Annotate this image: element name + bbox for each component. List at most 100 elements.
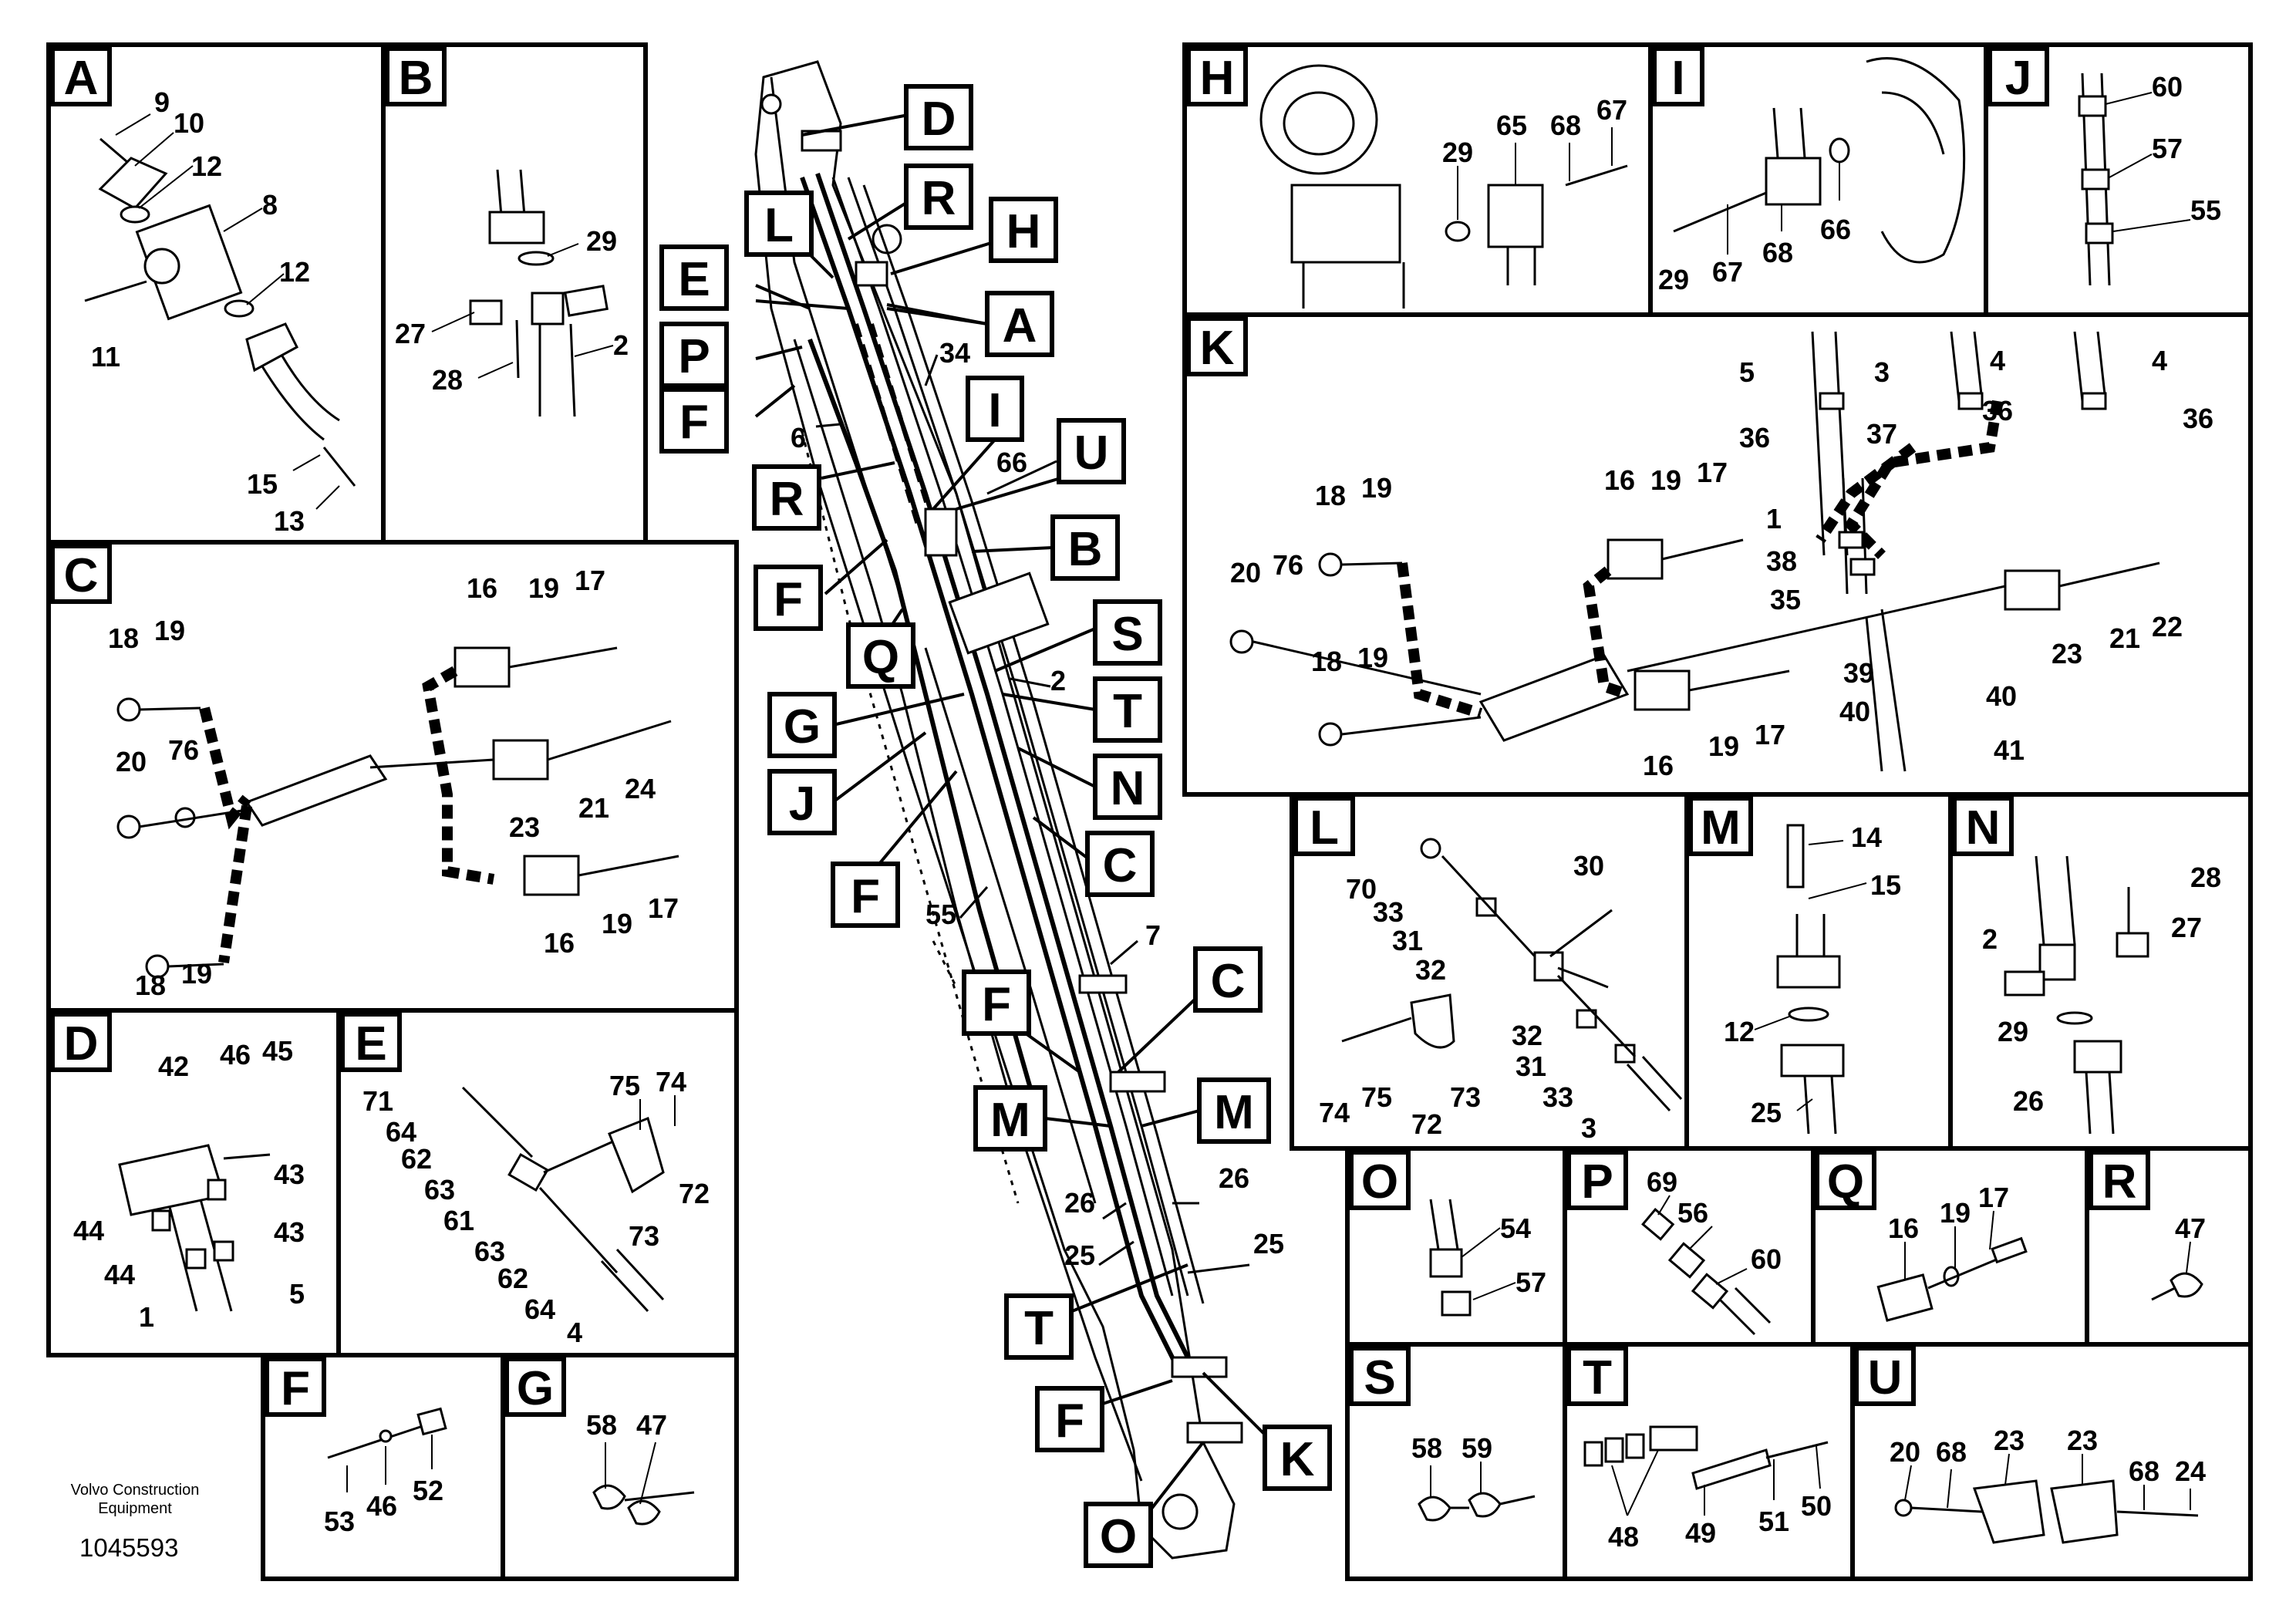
panel-d-label-8: 1 bbox=[139, 1301, 154, 1333]
svg-text:I: I bbox=[1671, 52, 1684, 105]
panel-c-label-15: 19 bbox=[181, 958, 212, 990]
panel-k-label-25: 40 bbox=[1839, 696, 1870, 727]
panel-k-label-24: 39 bbox=[1843, 657, 1874, 689]
svg-text:J: J bbox=[789, 777, 815, 831]
main-number-5: 55 bbox=[925, 899, 956, 930]
svg-text:L: L bbox=[764, 199, 794, 252]
panel-title-h: H bbox=[1186, 46, 1248, 106]
panel-b-drawing: 29 27 2 28 bbox=[395, 169, 629, 417]
panel-d-label-5: 44 bbox=[73, 1215, 104, 1246]
panel-u-label-2: 68 bbox=[1936, 1436, 1967, 1468]
panel-k-label-12: 19 bbox=[1650, 464, 1681, 496]
panel-l-label-9: 74 bbox=[1319, 1097, 1350, 1128]
panel-i-label-3: 68 bbox=[1762, 237, 1793, 268]
svg-text:H: H bbox=[1200, 52, 1235, 105]
panel-title-p: P bbox=[1566, 1150, 1628, 1210]
panel-c-label-1: 16 bbox=[467, 572, 497, 604]
panel-r-drawing: 47 bbox=[2151, 1212, 2206, 1301]
svg-text:B: B bbox=[1068, 523, 1103, 576]
panel-d-label-1: 42 bbox=[158, 1050, 189, 1082]
callout-p: P bbox=[659, 322, 729, 388]
main-number-10: 25 bbox=[1253, 1228, 1284, 1259]
callout-d-1: D bbox=[904, 84, 973, 150]
panel-k-label-29: 17 bbox=[1755, 719, 1785, 750]
panel-k-label-21: 22 bbox=[2152, 611, 2183, 642]
panel-title-t: T bbox=[1566, 1346, 1628, 1406]
panel-t-label-4: 50 bbox=[1801, 1490, 1832, 1522]
callout-h: H bbox=[989, 197, 1058, 263]
svg-text:F: F bbox=[679, 396, 709, 449]
panel-title-k: K bbox=[1186, 316, 1248, 376]
panel-e-label-10: 63 bbox=[474, 1236, 505, 1267]
panel-e-label-13: 4 bbox=[567, 1317, 582, 1348]
svg-text:U: U bbox=[1074, 427, 1109, 480]
svg-text:O: O bbox=[1361, 1155, 1398, 1209]
panel-h-label-2: 68 bbox=[1550, 110, 1581, 141]
panel-s-drawing: 58 59 bbox=[1411, 1432, 1536, 1522]
panel-d-label-2: 46 bbox=[220, 1039, 251, 1071]
panel-c-label-8: 23 bbox=[509, 811, 540, 843]
panel-title-l: L bbox=[1293, 796, 1355, 856]
panel-title-e: E bbox=[340, 1012, 402, 1072]
panel-title-q: Q bbox=[1815, 1150, 1876, 1210]
callout-k: K bbox=[1263, 1425, 1332, 1491]
callout-f-4: F bbox=[962, 969, 1031, 1036]
panel-i-label-4: 66 bbox=[1820, 214, 1851, 245]
panel-n-label-5: 26 bbox=[2013, 1085, 2044, 1117]
panel-o-label-2: 57 bbox=[1515, 1266, 1546, 1298]
panel-g-drawing: 58 47 bbox=[586, 1409, 695, 1526]
panel-k-label-30: 41 bbox=[1994, 734, 2025, 766]
panel-f-label-1: 53 bbox=[324, 1506, 355, 1537]
panel-l-label-5: 32 bbox=[1415, 954, 1446, 986]
panel-u-label-3: 23 bbox=[1994, 1425, 2025, 1456]
panel-m-label-2: 15 bbox=[1870, 869, 1901, 901]
panel-k-drawing: 5 3 4 4 36 37 36 36 18 19 16 19 17 1 38 … bbox=[1229, 331, 2213, 781]
callout-t-2: T bbox=[1004, 1293, 1074, 1360]
callout-j: J bbox=[767, 769, 837, 835]
callout-f-5: F bbox=[1035, 1386, 1104, 1452]
callout-u: U bbox=[1057, 418, 1126, 484]
panel-a-label-1: 9 bbox=[154, 86, 170, 118]
doc-info: Volvo Construction Equipment 1045593 bbox=[70, 1482, 200, 1562]
panel-a-label-4: 8 bbox=[262, 189, 278, 221]
publisher-name: Volvo Construction Equipment bbox=[70, 1482, 200, 1517]
panel-l-label-11: 72 bbox=[1411, 1108, 1442, 1140]
svg-text:R: R bbox=[770, 473, 804, 526]
panel-u-drawing: 20 68 23 23 68 24 bbox=[1890, 1425, 2206, 1544]
panel-title-g: G bbox=[504, 1357, 566, 1417]
panel-c-label-13: 17 bbox=[648, 892, 679, 924]
panel-a-drawing: 9 10 12 8 12 11 15 13 bbox=[84, 86, 356, 537]
panel-l-label-7: 31 bbox=[1515, 1050, 1546, 1082]
panel-c-label-5: 19 bbox=[154, 615, 185, 646]
panel-a-label-5: 12 bbox=[279, 256, 310, 288]
panel-b-label-2: 27 bbox=[395, 318, 426, 349]
svg-text:M: M bbox=[1701, 801, 1741, 855]
panel-l-label-2: 30 bbox=[1573, 850, 1604, 882]
panel-a-label-3: 12 bbox=[191, 150, 222, 182]
panel-a-label-2: 10 bbox=[174, 107, 204, 139]
panel-k-label-18: 76 bbox=[1273, 549, 1303, 581]
svg-text:K: K bbox=[1200, 322, 1235, 375]
panel-n-label-3: 27 bbox=[2171, 912, 2202, 943]
svg-text:S: S bbox=[1111, 608, 1143, 661]
panel-k-label-3: 4 bbox=[1990, 345, 2005, 376]
svg-text:F: F bbox=[982, 978, 1011, 1031]
svg-text:O: O bbox=[1100, 1510, 1137, 1563]
panel-c-label-12: 19 bbox=[602, 908, 632, 939]
svg-text:A: A bbox=[1003, 299, 1037, 352]
panel-i-label-1: 29 bbox=[1658, 264, 1689, 295]
callout-c-2: C bbox=[1193, 946, 1263, 1013]
main-callouts: D R L H E A P I F U R B F S Q T G N J C … bbox=[659, 84, 1332, 1568]
panel-d-label-4: 43 bbox=[274, 1158, 305, 1190]
svg-text:D: D bbox=[922, 93, 956, 146]
svg-text:M: M bbox=[1214, 1086, 1254, 1139]
panel-l-label-6: 32 bbox=[1512, 1020, 1542, 1051]
svg-text:F: F bbox=[1055, 1394, 1084, 1448]
panel-a-label-7: 15 bbox=[247, 468, 278, 500]
svg-text:F: F bbox=[851, 870, 880, 923]
main-number-2: 6 bbox=[791, 422, 806, 454]
svg-text:P: P bbox=[678, 330, 710, 383]
svg-text:L: L bbox=[1310, 801, 1339, 855]
panel-u-label-4: 23 bbox=[2067, 1425, 2098, 1456]
doc-number: 1045593 bbox=[79, 1533, 178, 1562]
